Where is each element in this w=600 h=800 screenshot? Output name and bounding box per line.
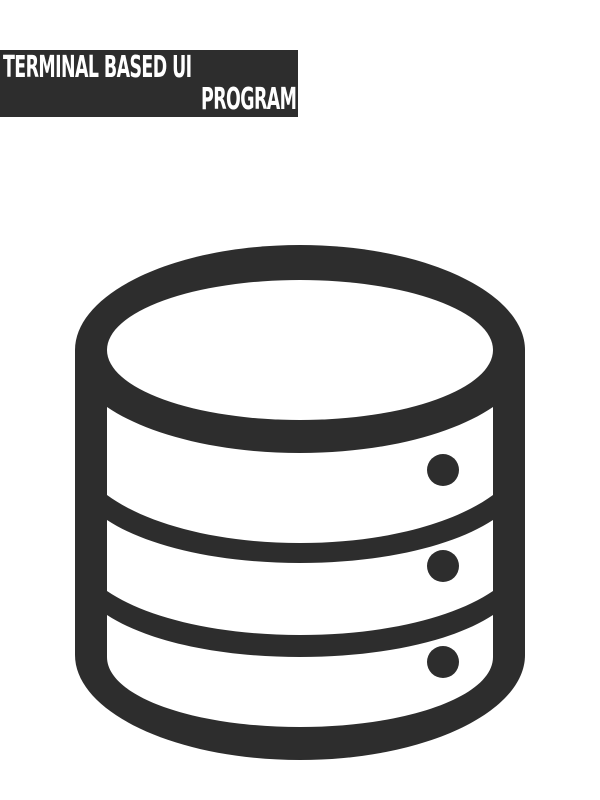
indicator-dot-2: [427, 550, 459, 582]
indicator-dot-3: [427, 646, 459, 678]
title-line-1: TERMINAL BASED UI: [3, 50, 192, 85]
indicator-dot-1: [427, 454, 459, 486]
database-band-3: [107, 615, 493, 727]
title-line-2: PROGRAM: [200, 82, 297, 117]
database-band-1: [107, 407, 493, 543]
database-icon: [75, 245, 525, 760]
database-top: [107, 280, 493, 420]
title-banner: TERMINAL BASED UI PROGRAM: [0, 50, 298, 117]
database-band-2: [107, 520, 493, 635]
